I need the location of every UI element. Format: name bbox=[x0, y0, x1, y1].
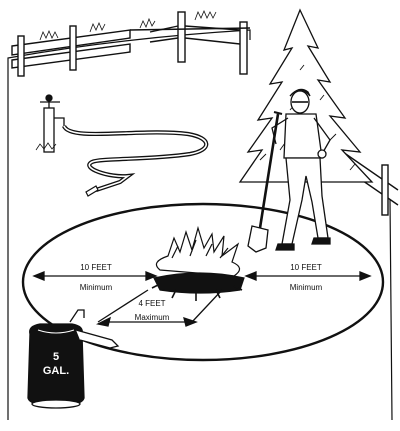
left-distance-label: 10 FEET bbox=[80, 263, 112, 272]
man-with-shovel bbox=[247, 88, 331, 253]
water-can-capacity-unit: GAL. bbox=[43, 365, 69, 377]
pile-qualifier-label: Maximum bbox=[135, 313, 170, 322]
shrubs bbox=[39, 9, 217, 41]
hose-nozzle bbox=[85, 185, 99, 197]
pile-size-label: 4 FEET bbox=[138, 299, 165, 308]
right-qualifier-label: Minimum bbox=[290, 283, 323, 292]
water-can-capacity-number: 5 bbox=[53, 351, 59, 363]
fence bbox=[11, 11, 399, 216]
water-can bbox=[27, 309, 120, 409]
burn-pile bbox=[151, 225, 245, 301]
right-distance-label: 10 FEET bbox=[290, 263, 322, 272]
dimension-arrows bbox=[32, 271, 372, 327]
water-spigot bbox=[35, 94, 65, 153]
yard-outline bbox=[7, 29, 393, 421]
left-qualifier-label: Minimum bbox=[80, 283, 113, 292]
